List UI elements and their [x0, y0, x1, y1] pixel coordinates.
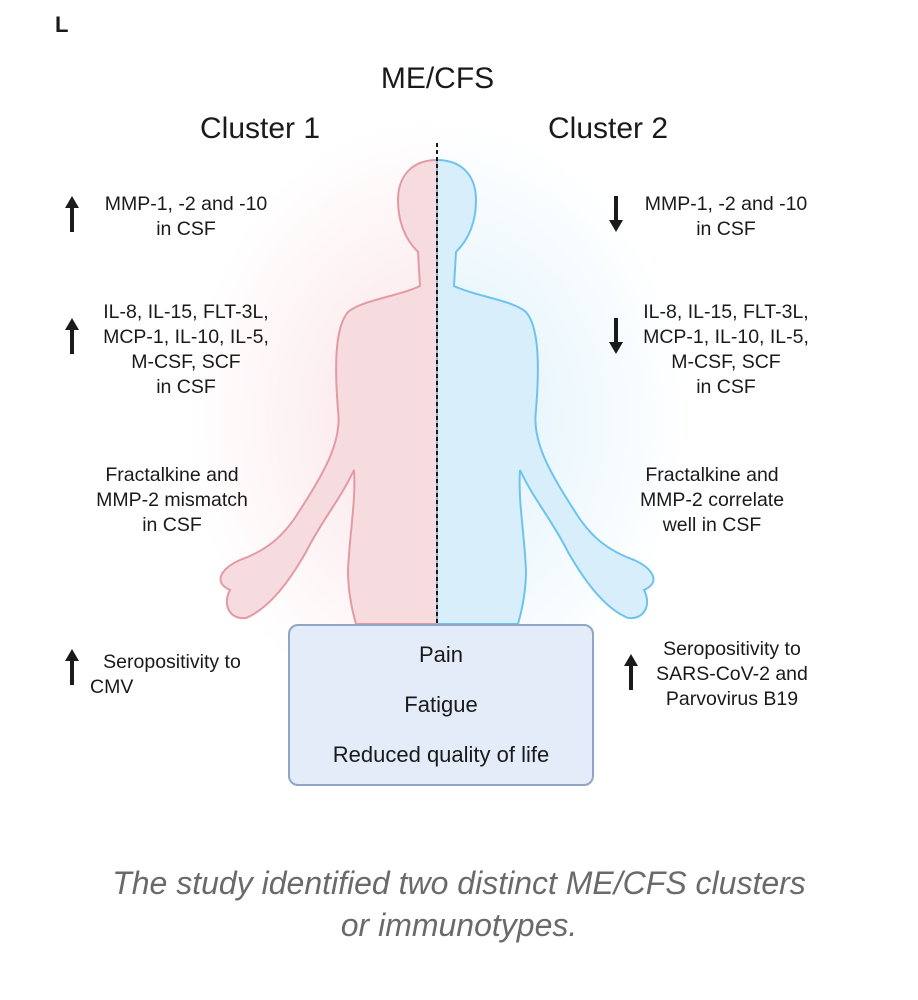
finding-line: Seropositivity to [663, 638, 801, 660]
caption-line: The study identified two distinct ME/CFS… [112, 865, 806, 901]
finding-line: MCP-1, IL-10, IL-5, [103, 326, 269, 348]
symptom-quality-of-life: Reduced quality of life [332, 742, 550, 767]
finding-line: MCP-1, IL-10, IL-5, [643, 326, 809, 348]
panel-letter: L [55, 12, 69, 37]
cluster-1-finding-2: IL-8, IL-15, FLT-3L, MCP-1, IL-10, IL-5,… [86, 300, 286, 400]
finding-line: Fractalkine and [105, 464, 239, 486]
finding-line: in CSF [696, 218, 756, 240]
cluster-1-finding-1: MMP-1, -2 and -10 in CSF [86, 192, 286, 242]
finding-line: Seropositivity to [103, 651, 241, 673]
finding-line: CMV [90, 676, 134, 698]
finding-line: M-CSF, SCF [671, 351, 781, 373]
up-arrow-icon [65, 196, 79, 232]
finding-line: MMP-1, -2 and -10 [104, 193, 268, 215]
cluster-1-finding-3: Fractalkine and MMP-2 mismatch in CSF [72, 463, 272, 538]
cluster-1-finding-4: Seropositivity to CMV [72, 650, 272, 700]
symptom-fatigue: Fatigue [404, 692, 478, 717]
finding-line: MMP-2 mismatch [96, 489, 248, 511]
finding-arrows [65, 196, 638, 690]
finding-line: M-CSF, SCF [131, 351, 241, 373]
up-arrow-icon [624, 654, 638, 690]
finding-line: SARS-CoV-2 and [656, 663, 808, 685]
caption-line: or immunotypes. [340, 907, 578, 943]
cluster-2-body-half [437, 158, 655, 625]
up-arrow-icon [65, 318, 79, 354]
up-arrow-icon [65, 649, 79, 685]
down-arrow-icon [609, 318, 623, 354]
down-arrow-icon [609, 196, 623, 232]
cluster-2-finding-1: MMP-1, -2 and -10 in CSF [626, 192, 826, 242]
finding-line: IL-8, IL-15, FLT-3L, [103, 301, 269, 323]
finding-line: Parvovirus B19 [665, 688, 799, 710]
cluster-1-body-half [219, 158, 437, 625]
symptom-pain: Pain [418, 642, 464, 667]
cluster-2-finding-2: IL-8, IL-15, FLT-3L, MCP-1, IL-10, IL-5,… [626, 300, 826, 400]
figure-caption: The study identified two distinct ME/CFS… [0, 862, 918, 946]
cluster-2-title: Cluster 2 [548, 112, 669, 145]
cluster-2-finding-4: Seropositivity to SARS-CoV-2 and Parvovi… [632, 637, 832, 712]
shared-symptoms-box: Pain Fatigue Reduced quality of life [288, 624, 594, 786]
diagram-title: ME/CFS [380, 62, 495, 95]
finding-line: MMP-2 correlate [639, 489, 785, 511]
finding-line: IL-8, IL-15, FLT-3L, [643, 301, 809, 323]
finding-line: Fractalkine and [645, 464, 779, 486]
finding-line: in CSF [156, 376, 216, 398]
finding-line: in CSF [156, 218, 216, 240]
cluster-2-finding-3: Fractalkine and MMP-2 correlate well in … [612, 463, 812, 538]
finding-line: in CSF [696, 376, 756, 398]
finding-line: in CSF [142, 514, 202, 536]
finding-line: well in CSF [662, 514, 762, 536]
finding-line: MMP-1, -2 and -10 [644, 193, 808, 215]
cluster-1-title: Cluster 1 [200, 112, 321, 145]
